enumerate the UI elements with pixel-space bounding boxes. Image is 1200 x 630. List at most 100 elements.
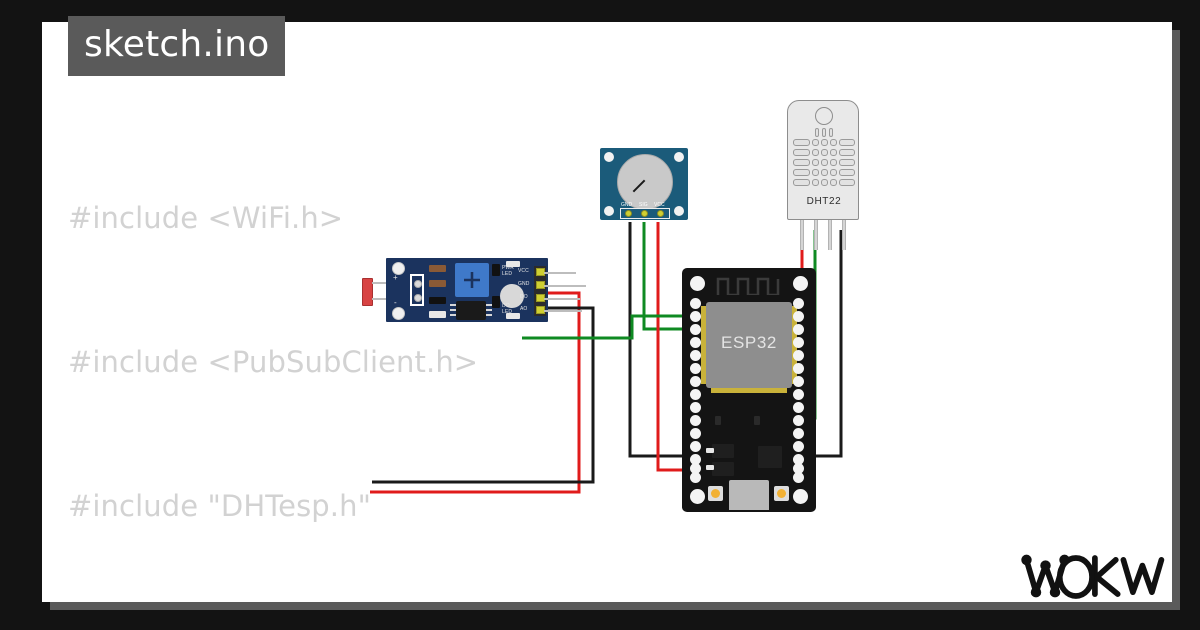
pin-lead: [544, 298, 580, 300]
dht22-grill: [793, 128, 855, 193]
esp32-label: ESP32: [721, 333, 777, 352]
mount-hole: [604, 206, 614, 216]
pad-vn[interactable]: [690, 324, 701, 335]
pad-gnd-left[interactable]: [690, 463, 701, 474]
pad-d15[interactable]: [793, 454, 804, 465]
status-led: [774, 486, 789, 501]
pin-sig[interactable]: [641, 210, 648, 217]
dht22-body: DHT22: [787, 100, 859, 220]
mount-hole: [674, 152, 684, 162]
wokwi-diagram-canvas[interactable]: #include <WiFi.h> #include <PubSubClient…: [42, 22, 1172, 602]
wiring-layer: [370, 222, 843, 494]
pad-3v3[interactable]: [793, 472, 804, 483]
pad-d12[interactable]: [690, 441, 701, 452]
pin-label-vcc: VCC: [654, 202, 665, 208]
micro-usb-connector[interactable]: [729, 480, 769, 510]
pin-label-gnd: GND: [518, 281, 530, 287]
pin-lead: [544, 310, 582, 312]
potentiometer-module[interactable]: GND SIG VCC: [600, 148, 692, 240]
sensor-leg[interactable]: [800, 218, 804, 250]
pad-d18[interactable]: [793, 376, 804, 387]
pad-d34[interactable]: [690, 337, 701, 348]
code-line: #include <PubSubClient.h>: [68, 345, 479, 379]
pad-rx0[interactable]: [793, 337, 804, 348]
pad-vp[interactable]: [690, 311, 701, 322]
pad-d21[interactable]: [793, 350, 804, 361]
pad-en[interactable]: [690, 298, 701, 309]
mount-hole: [392, 307, 405, 320]
pad-rx2[interactable]: [793, 415, 804, 426]
pin-vcc[interactable]: [657, 210, 664, 217]
indicator-led-lens: [500, 284, 524, 308]
trimmer-potentiometer[interactable]: [455, 263, 489, 297]
grill-slot: [839, 139, 855, 146]
smd-component: [706, 448, 714, 453]
grill-slot: [812, 149, 819, 156]
grill-slot: [821, 169, 828, 176]
grill-slot: [821, 149, 828, 156]
pin-lead: [544, 285, 586, 287]
esp32-board[interactable]: ESP32: [682, 268, 842, 518]
pad-d23[interactable]: [793, 298, 804, 309]
mount-hole: [604, 152, 614, 162]
mount-hole: [793, 276, 808, 291]
pad-d19[interactable]: [793, 363, 804, 374]
boot-button[interactable]: [715, 416, 721, 425]
pad-d14[interactable]: [690, 428, 701, 439]
sensor-leg[interactable]: [814, 218, 818, 250]
pad-d32[interactable]: [690, 363, 701, 374]
pad-d13[interactable]: [690, 454, 701, 465]
pad-d26[interactable]: [690, 402, 701, 413]
pad-d25[interactable]: [690, 389, 701, 400]
pad-d33[interactable]: [690, 376, 701, 387]
photoresistor-lead: [372, 282, 388, 284]
sensor-leg[interactable]: [842, 218, 846, 250]
resistor: [429, 265, 446, 272]
usb-uart-chip: [758, 446, 782, 468]
pad-tx0[interactable]: [793, 324, 804, 335]
potentiometer-knob[interactable]: [617, 154, 673, 210]
sensor-leg[interactable]: [828, 218, 832, 250]
voltage-regulator: [712, 462, 734, 476]
enable-button[interactable]: [754, 416, 760, 425]
file-tab-sketch-ino[interactable]: sketch.ino: [68, 16, 286, 76]
photoresistor-lead: [372, 298, 388, 300]
pad-gnd-right[interactable]: [793, 463, 804, 474]
pad-d22[interactable]: [793, 311, 804, 322]
grill-slot: [821, 139, 828, 146]
pad-vin[interactable]: [690, 472, 701, 483]
ldr-terminal-block: [410, 274, 424, 306]
grill-slot: [815, 128, 819, 137]
pad-d5[interactable]: [793, 389, 804, 400]
grill-slot: [812, 159, 819, 166]
grill-slot: [793, 159, 810, 166]
resistor: [506, 261, 520, 267]
pad-tx2[interactable]: [793, 402, 804, 413]
dht22-label: DHT22: [806, 196, 842, 207]
pot-gnd-wire: [628, 222, 695, 458]
silk-minus-label: -: [394, 298, 397, 307]
pad-d4[interactable]: [793, 428, 804, 439]
pin-label-do: DO: [520, 294, 528, 300]
pad-d2[interactable]: [793, 441, 804, 452]
dht22-vent-hole: [815, 107, 833, 125]
photoresistor-element: [362, 278, 373, 306]
grill-slot: [830, 139, 837, 146]
grill-slot: [793, 149, 810, 156]
grill-slot: [829, 128, 833, 137]
grill-slot: [839, 169, 855, 176]
ldr-ao-wire: [522, 314, 698, 340]
dht22-sensor[interactable]: DHT22: [787, 100, 867, 250]
grill-slot: [830, 169, 837, 176]
grill-slot: [812, 169, 819, 176]
pin-label-gnd: GND: [621, 202, 633, 208]
module-pads: [701, 306, 706, 384]
pad-d27[interactable]: [690, 415, 701, 426]
pad-d35[interactable]: [690, 350, 701, 361]
pin-gnd[interactable]: [625, 210, 632, 217]
